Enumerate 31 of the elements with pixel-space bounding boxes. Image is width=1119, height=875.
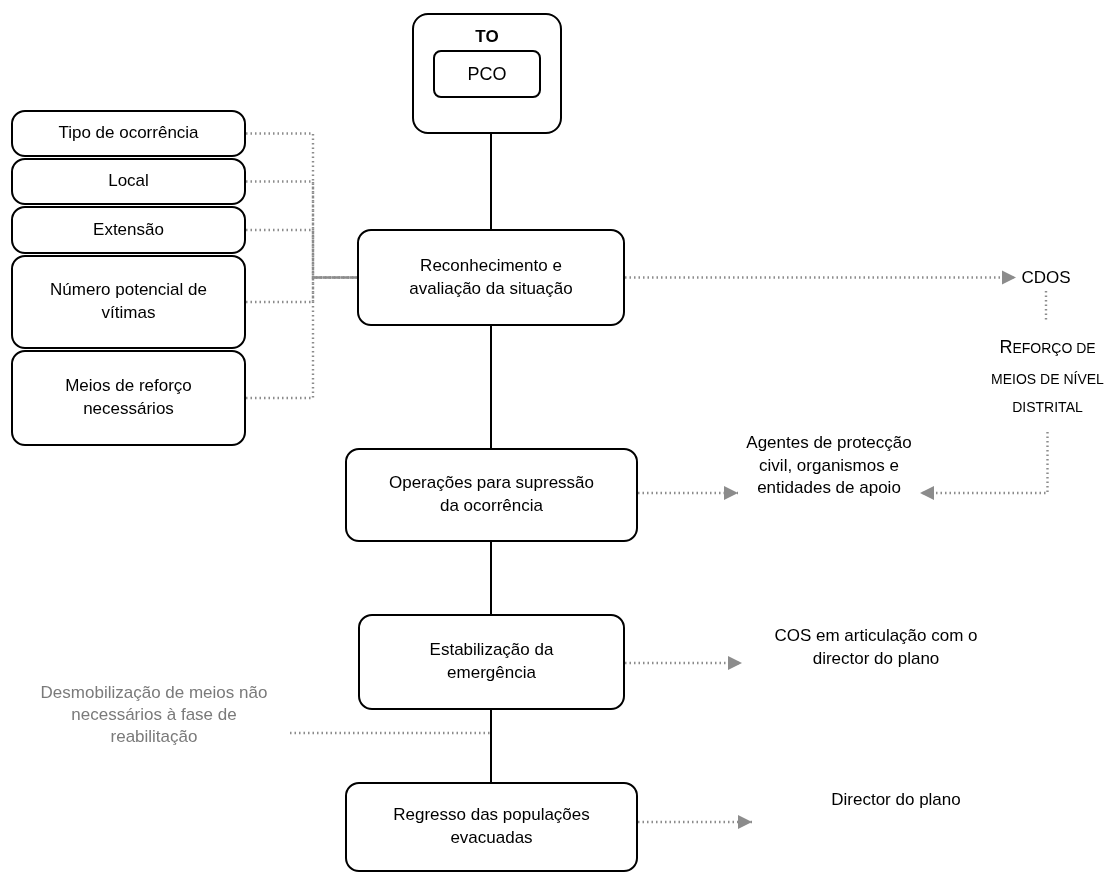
- process-box: Reconhecimento e avaliação da situação: [357, 229, 625, 326]
- process-box: Tipo de ocorrência: [11, 110, 246, 157]
- process-box: Meios de reforço necessários: [11, 350, 246, 446]
- label-text: Desmobilização de meios não necessários à fase de reabilitação: [18, 680, 290, 750]
- process-box: Local: [11, 158, 246, 205]
- label-text: Agentes de protecção civil, organismos e entidades de apoio: [738, 428, 920, 504]
- connector-line: [490, 133, 492, 230]
- process-box: Operações para supressão da ocorrência: [345, 448, 638, 542]
- process-box: Extensão: [11, 206, 246, 254]
- dotted-connector: [246, 276, 357, 400]
- dotted-connector: [638, 814, 752, 830]
- connector-line: [490, 541, 492, 615]
- label-text: CDOS: [1016, 263, 1076, 293]
- dotted-connector: [920, 432, 1049, 501]
- connector-line: [490, 709, 492, 783]
- process-box: Número potencial de vítimas: [11, 255, 246, 349]
- label-text: REFORÇO DE MEIOS DE NÍVEL DISTRITAL: [980, 318, 1115, 432]
- label-text: COS em articulação com o director do plano: [742, 622, 1010, 674]
- container-box: TO PCO: [412, 13, 562, 134]
- dotted-connector: [1044, 291, 1048, 320]
- process-box: PCO: [433, 50, 541, 99]
- dotted-connector: [246, 276, 357, 304]
- process-box: Regresso das populações evacuadas: [345, 782, 638, 872]
- label-text: Director do plano: [752, 786, 1040, 814]
- dotted-connector: [625, 270, 1016, 285]
- dotted-connector: [638, 485, 738, 501]
- dotted-connector: [290, 731, 491, 735]
- dotted-connector: [625, 655, 742, 671]
- process-box: Estabilização da emergência: [358, 614, 625, 710]
- dotted-connector: [246, 132, 357, 279]
- connector-line: [490, 325, 492, 449]
